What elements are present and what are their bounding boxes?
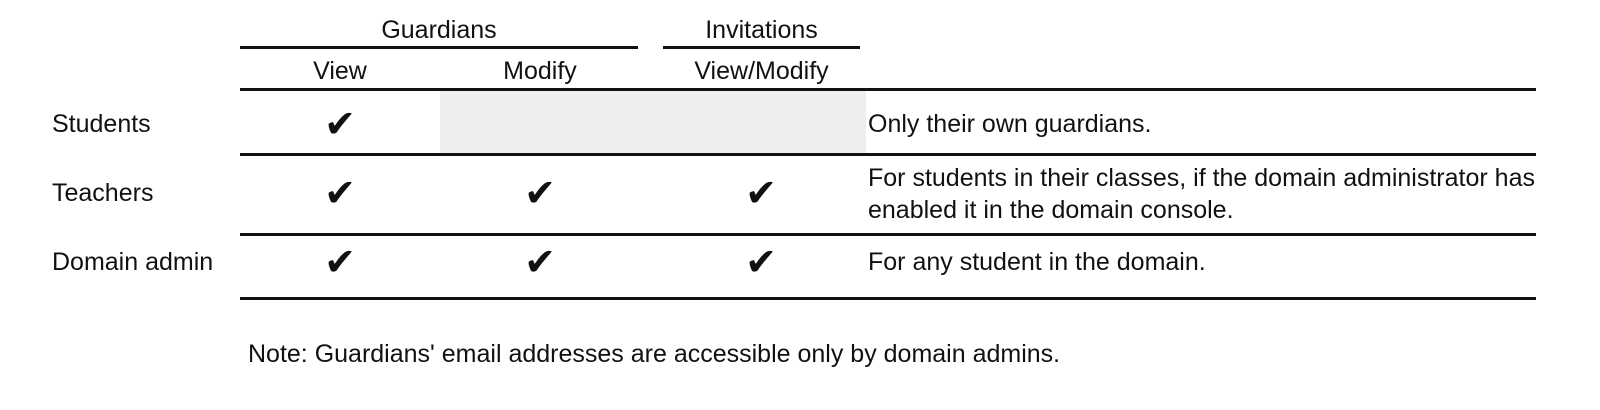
- disabled-cell-shading-students: [440, 91, 866, 153]
- check-domain-admin-guardians-view: ✔: [324, 240, 356, 284]
- description-teachers: For students in their classes, if the do…: [868, 164, 1535, 224]
- check-teachers-guardians-view: ✔: [324, 171, 356, 215]
- description-students: Only their own guardians.: [868, 110, 1152, 138]
- group-rule-invitations: [663, 46, 860, 49]
- column-header-view: View: [313, 57, 367, 85]
- row-label-teachers: Teachers: [52, 179, 154, 207]
- column-header-modify: Modify: [503, 57, 577, 85]
- check-teachers-guardians-modify: ✔: [524, 171, 556, 215]
- column-header-view-modify: View/Modify: [694, 57, 829, 85]
- row-label-domain-admin: Domain admin: [52, 248, 214, 276]
- description-domain-admin: For any student in the domain.: [868, 248, 1206, 276]
- check-teachers-invitations-view-modify: ✔: [745, 171, 777, 215]
- table-rule-after-teachers: [240, 233, 1536, 236]
- table-rule-after-students: [240, 153, 1536, 156]
- group-rule-guardians: [240, 46, 638, 49]
- check-domain-admin-guardians-modify: ✔: [524, 240, 556, 284]
- table-rule-bottom: [240, 297, 1536, 300]
- column-group-invitations-label: Invitations: [705, 16, 818, 44]
- check-domain-admin-invitations-view-modify: ✔: [745, 240, 777, 284]
- table-rule-top: [240, 88, 1536, 91]
- footnote-text: Note: Guardians' email addresses are acc…: [248, 340, 1061, 368]
- check-students-guardians-view: ✔: [324, 102, 356, 146]
- column-group-guardians-label: Guardians: [381, 16, 497, 44]
- row-label-students: Students: [52, 110, 151, 138]
